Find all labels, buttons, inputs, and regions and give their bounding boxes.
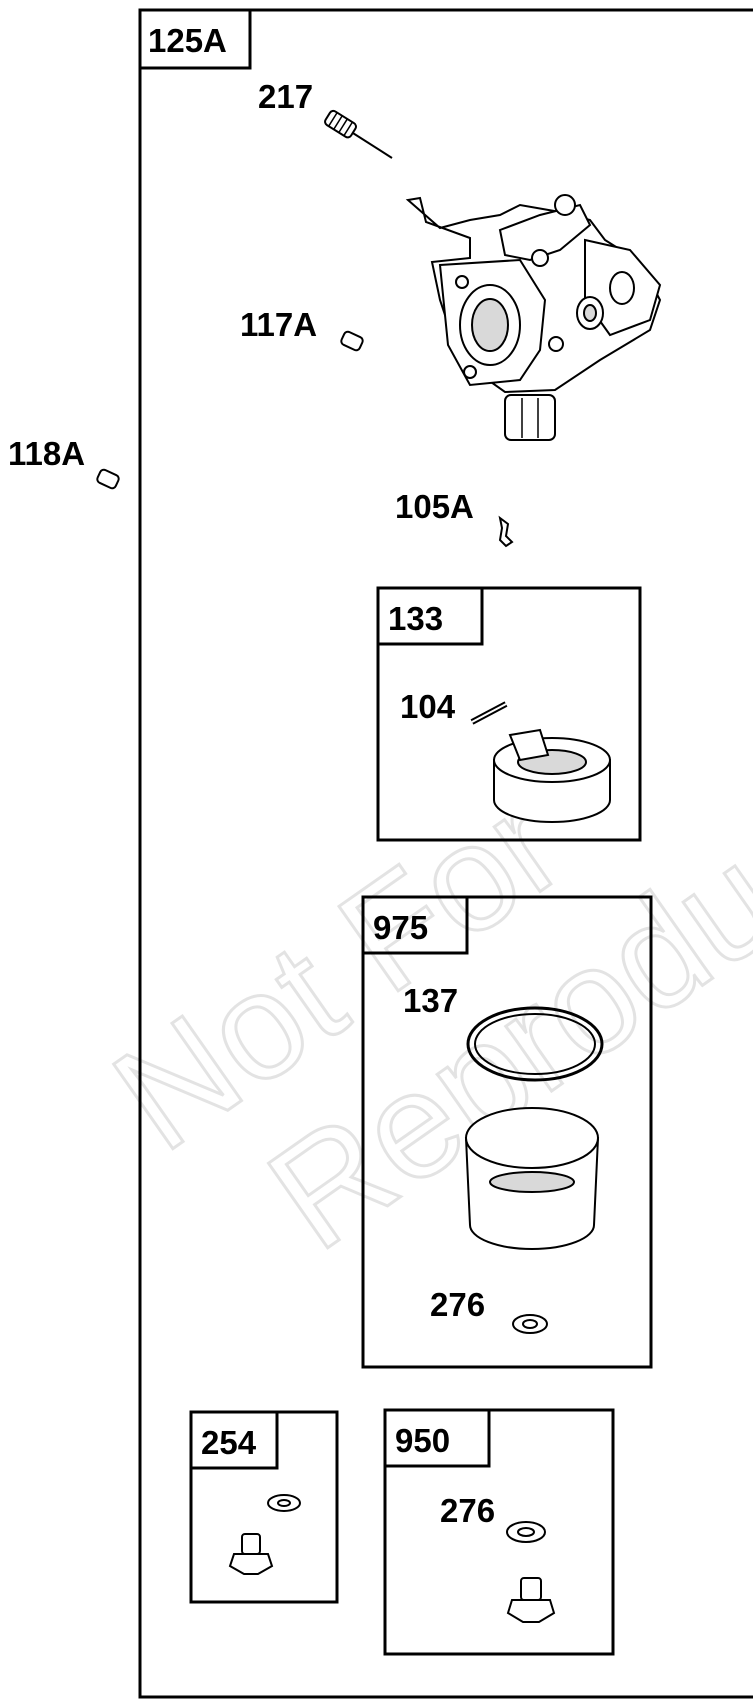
kit-box-133-frame [376,586,642,842]
kit-box-125a-tag [138,8,252,70]
kit-box-254-tag [189,1410,279,1470]
part-105a-shape [498,515,514,548]
kit-box-950-label: 950 [395,1422,450,1459]
kit-box-125a-label: 125A [148,22,227,59]
part-276-washer-b [506,1521,546,1543]
callout-104: 104 [400,688,456,725]
callout-276-a: 276 [430,1286,485,1323]
part-137-gasket [466,1006,604,1082]
part-950-screw [506,1577,556,1623]
kit-box-950-frame [383,1408,615,1656]
part-254-washer [267,1494,301,1512]
part-276-washer-a [512,1314,548,1334]
kit-box-254: 254 [189,1410,339,1604]
kit-box-975: 975 137 276 [361,895,653,1369]
kit-box-125a-frame [138,8,753,1699]
throttle-pivot [554,194,576,216]
flange-hole-3 [548,336,564,352]
carburetor-bowl-nut [504,394,556,441]
kit-box-133: 133 104 [376,586,642,842]
carburetor-assembly [405,194,662,441]
part-float-bowl [464,1107,600,1250]
linkage-pivot [531,249,549,267]
callout-137: 137 [403,982,458,1019]
kit-box-133-label: 133 [388,600,443,637]
flange-hole-2 [463,365,477,379]
float-hinge-tab [508,728,550,762]
part-254-screw [228,1533,274,1575]
part-float [493,728,611,823]
part-118a-shape [96,468,120,490]
kit-box-975-frame [361,895,653,1369]
kit-box-950-tag [383,1408,491,1468]
kit-box-975-label: 975 [373,909,428,946]
kit-box-950: 950 276 [383,1408,615,1656]
callout-276-b: 276 [440,1492,495,1529]
callout-117a: 117A [240,306,317,343]
part-117a-plug: 117A [240,306,364,352]
part-217-spring [324,109,357,139]
part-105a-clip: 105A [395,488,514,548]
part-217-idle-screw: 217 [258,78,393,159]
kit-box-125a: 125A [138,8,753,1699]
kit-box-254-label: 254 [201,1424,257,1461]
callout-105a: 105A [395,488,474,525]
part-117a-shape [340,330,364,352]
callout-217: 217 [258,78,313,115]
carburetor-bore-inner [471,298,509,352]
mount-ear-hole [609,271,635,305]
kit-box-975-tag [361,895,469,955]
fuel-inlet-inner [583,304,597,322]
kit-box-133-tag [376,586,484,646]
callout-118a: 118A [8,435,85,472]
part-118a-plug: 118A [8,435,120,490]
flange-hole-1 [455,275,469,289]
throttle-linkage [498,203,592,262]
